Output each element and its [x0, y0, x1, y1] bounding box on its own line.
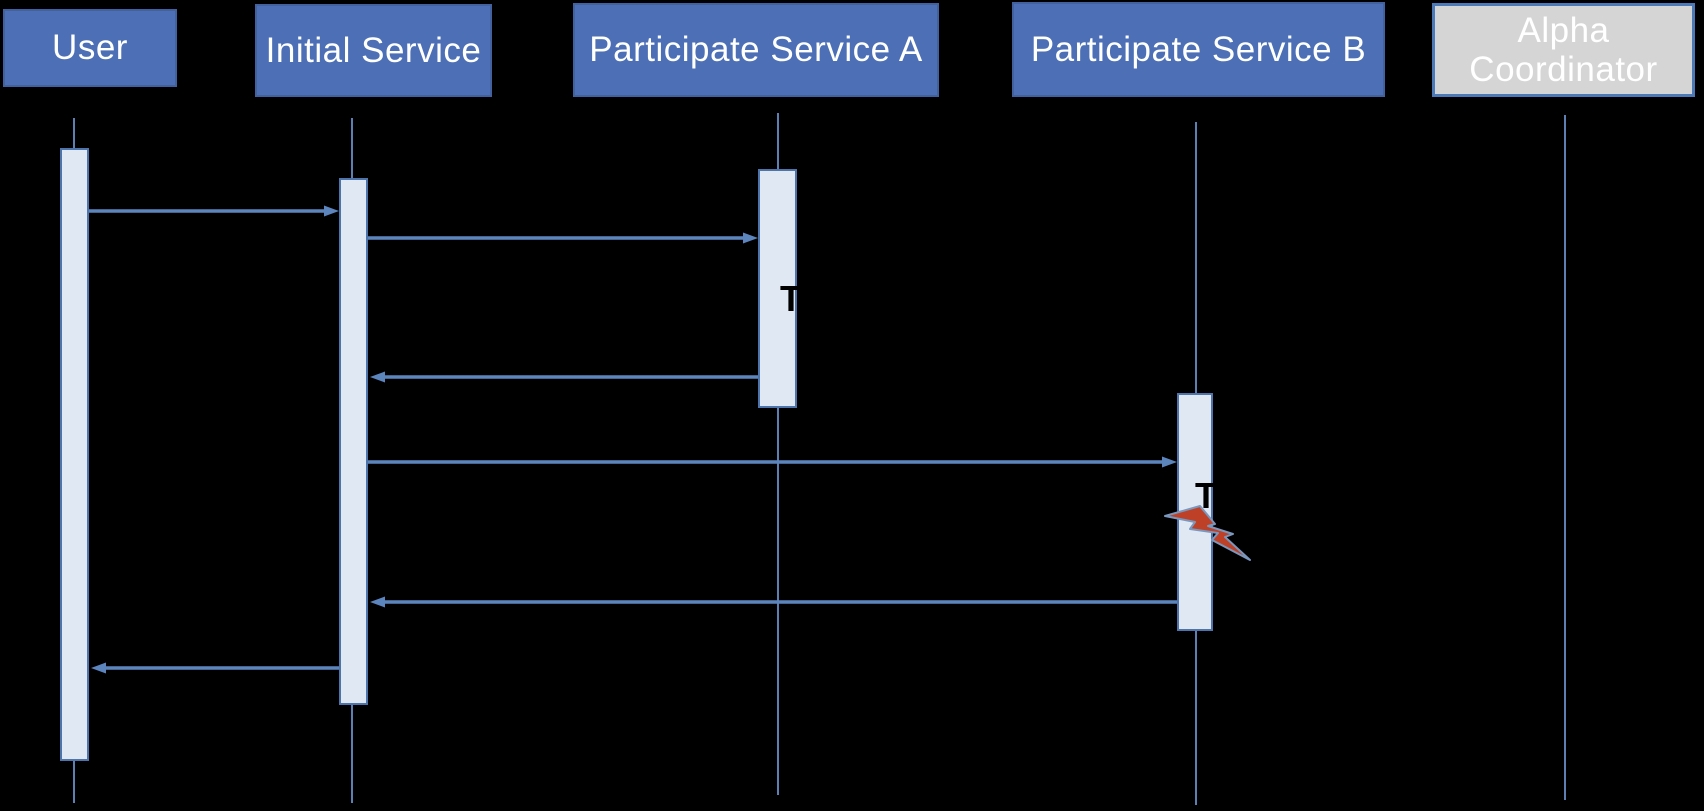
- actor-label: Alpha Coordinator: [1469, 10, 1658, 89]
- actor-label: Participate Service B: [1030, 29, 1367, 69]
- arrowhead-icon: [743, 232, 758, 244]
- arrowhead-icon: [1162, 456, 1177, 468]
- actor-box-alpha-coordinator: Alpha Coordinator: [1432, 3, 1695, 97]
- message-arrow-3-participate-service-a-to-initial-service: [370, 371, 758, 383]
- actor-label: Participate Service A: [589, 30, 923, 70]
- transaction-label-b: T: [1195, 475, 1217, 516]
- lifeline-participate-service-a: [777, 113, 779, 795]
- message-arrow-1-user-to-initial-service: [89, 205, 339, 217]
- activation-user: [60, 148, 89, 761]
- actor-box-initial-service: Initial Service: [255, 4, 492, 97]
- message-arrow-5-participate-service-b-to-initial-service: [370, 596, 1177, 608]
- actor-box-user: User: [3, 9, 177, 87]
- lifeline-alpha-coordinator: [1564, 115, 1566, 800]
- activation-participate-service-a: [758, 169, 797, 408]
- activation-initial-service: [339, 178, 368, 705]
- message-arrow-4-initial-service-to-participate-service-b: [368, 456, 1177, 468]
- transaction-label-a: T: [780, 278, 802, 319]
- arrowhead-icon: [370, 596, 385, 608]
- message-arrow-6-initial-service-to-user: [91, 662, 339, 674]
- actor-box-participate-service-a: Participate Service A: [573, 3, 939, 97]
- arrowhead-icon: [370, 371, 385, 383]
- actor-label: Initial Service: [265, 30, 482, 70]
- actor-box-participate-service-b: Participate Service B: [1012, 2, 1385, 97]
- arrowhead-icon: [324, 205, 339, 217]
- arrowhead-icon: [91, 662, 106, 674]
- actor-label: User: [52, 28, 128, 68]
- lightning-bolt-icon: [1164, 505, 1251, 561]
- message-arrow-2-initial-service-to-participate-service-a: [368, 232, 758, 244]
